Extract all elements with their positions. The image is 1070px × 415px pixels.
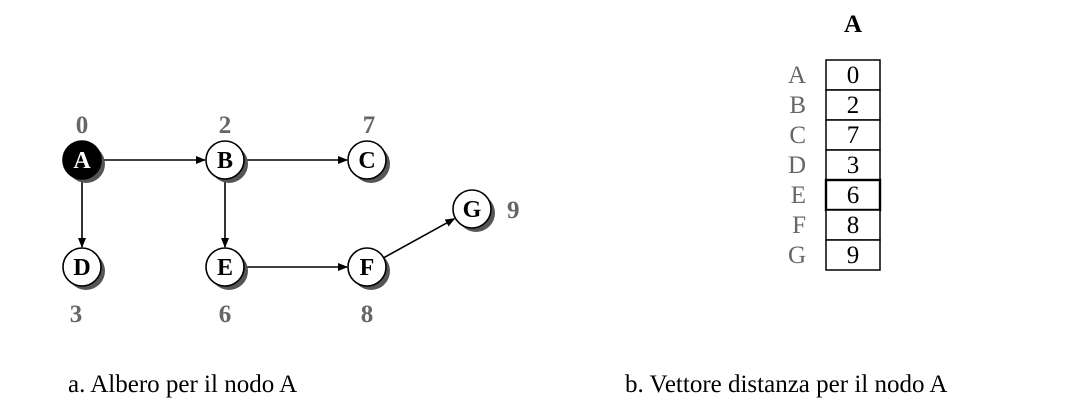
vector-cell-value: 6 [847, 182, 860, 209]
node-e: E [205, 247, 248, 290]
tree-caption: a. Albero per il nodo A [68, 371, 297, 398]
vector-cell [825, 209, 881, 241]
vector-row-label: F [792, 212, 806, 239]
node-circle [205, 140, 245, 180]
vector-cell-value: 8 [847, 212, 860, 239]
node-b: B [205, 140, 248, 183]
vector-row-label: C [789, 122, 806, 149]
vector-caption: b. Vettore distanza per il nodo A [625, 371, 947, 398]
vector-cell [825, 59, 881, 91]
vector-cell [825, 119, 881, 151]
vector-row-label: D [788, 152, 806, 179]
distance-label-c: 7 [363, 112, 376, 139]
node-circle [62, 140, 102, 180]
node-circle [62, 247, 102, 287]
node-circle [347, 140, 387, 180]
node-circle [347, 247, 387, 287]
distance-label-f: 8 [361, 301, 374, 328]
vector-column-header: A [844, 11, 862, 38]
distance-label-b: 2 [219, 112, 232, 139]
distance-label-e: 6 [219, 301, 232, 328]
node-label: D [73, 255, 90, 281]
tree-distance-labels: 0 2 7 3 6 8 9 [70, 112, 520, 328]
node-label: C [358, 148, 375, 174]
vector-cell-value: 3 [847, 152, 860, 179]
vector-cell [825, 239, 881, 271]
node-label: E [217, 255, 233, 281]
node-label: A [73, 148, 91, 174]
node-label: F [360, 255, 375, 281]
node-circle [205, 247, 245, 287]
distance-label-g: 9 [507, 197, 520, 224]
tree-edges [78, 156, 456, 271]
node-g: G [452, 189, 495, 232]
vector-row-label: A [788, 62, 806, 89]
vector-cell-value: 7 [847, 122, 860, 149]
vector-cell [824, 178, 882, 212]
vector-cell-value: 9 [847, 242, 860, 269]
vector-cell [825, 89, 881, 121]
routing-tree: A B C D E F G 0 2 7 3 6 8 9 [62, 112, 520, 328]
vector-row-label: E [791, 182, 806, 209]
vector-cell-value: 2 [847, 92, 860, 119]
vector-row-label: B [789, 92, 806, 119]
node-a: A [62, 140, 105, 183]
vector-row-label: G [788, 242, 806, 269]
vector-cell-value: 0 [847, 62, 860, 89]
vector-cell [825, 149, 881, 181]
node-c: C [347, 140, 390, 183]
node-f: F [347, 247, 390, 290]
edge-f-g [383, 217, 456, 259]
distance-label-a: 0 [76, 112, 89, 139]
node-circle [452, 189, 492, 229]
tree-nodes: A B C D E F G [62, 140, 495, 290]
node-label: B [217, 148, 233, 174]
node-label: G [463, 197, 482, 223]
distance-label-d: 3 [70, 301, 83, 328]
node-d: D [62, 247, 105, 290]
